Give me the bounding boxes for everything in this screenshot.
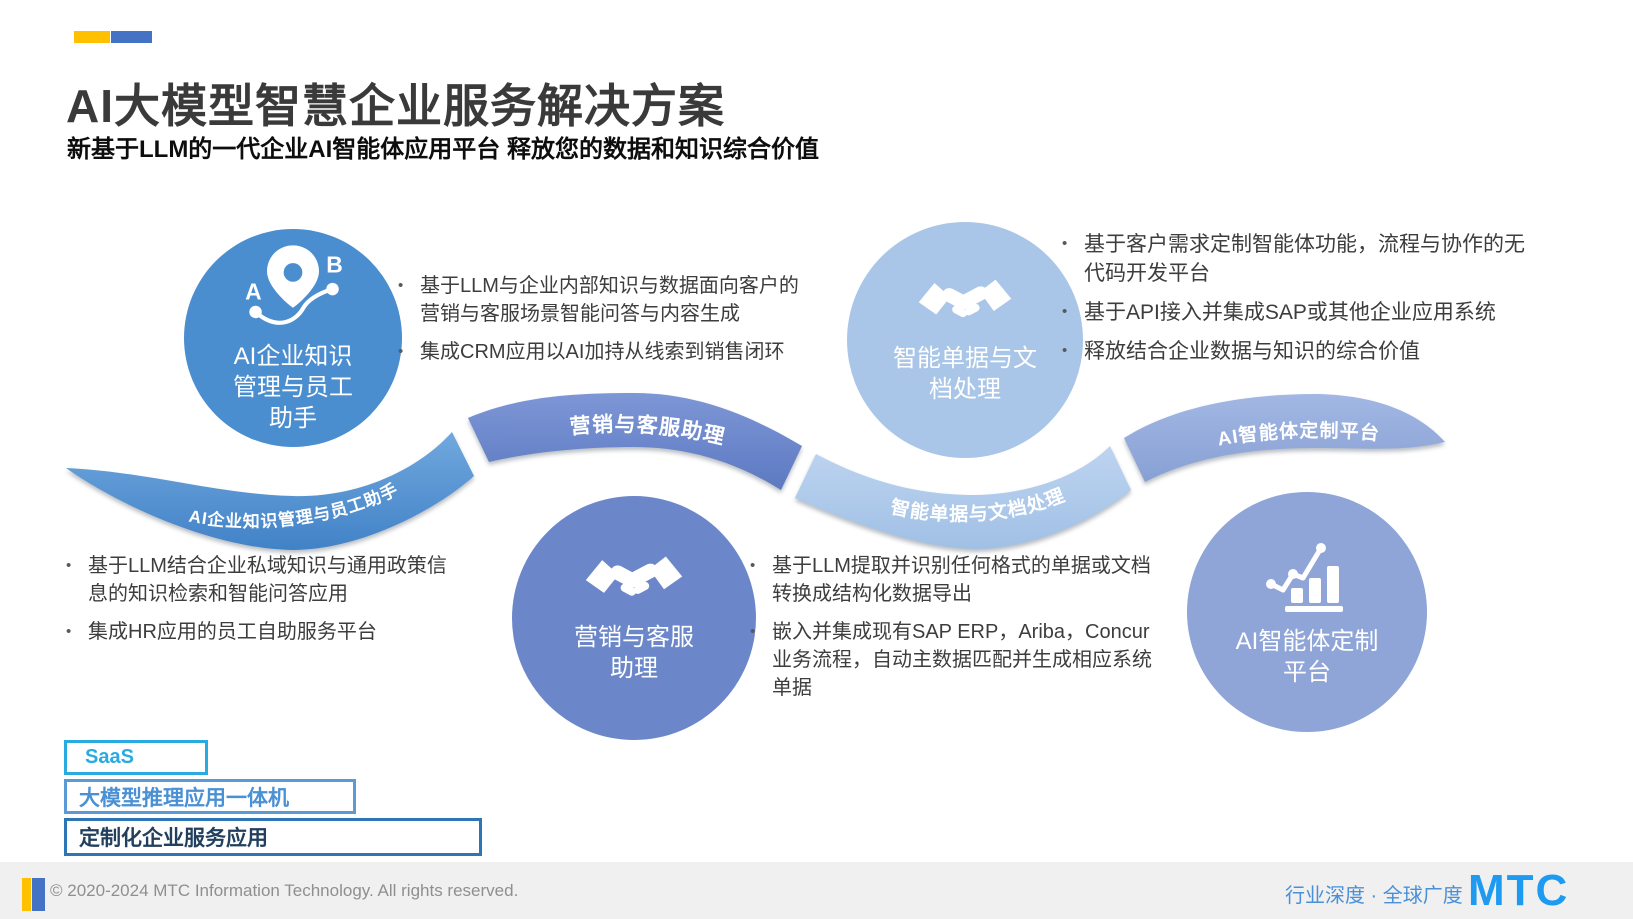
yellow-accent-bar <box>22 878 31 911</box>
node-label-line: 营销与客服 <box>574 624 694 651</box>
svg-text:A: A <box>245 278 262 304</box>
delivery-box-custom: 定制化企业服务应用 <box>64 818 482 856</box>
blue-accent-bar <box>111 31 152 43</box>
footer-tagline: 行业深度 · 全球广度 <box>1285 885 1463 907</box>
bullet-item: • 基于LLM结合企业私域知识与通用政策信息的知识检索和智能问答应用 <box>66 552 466 608</box>
bullet-item: • 基于API接入并集成SAP或其他企业应用系统 <box>1062 298 1532 327</box>
bar-chart-icon <box>1266 543 1343 612</box>
node-label-knowledge: AI企业知识 管理与员工 助手 <box>233 341 353 434</box>
bullet-text: 基于API接入并集成SAP或其他企业应用系统 <box>1084 301 1496 324</box>
bullet-item: • 集成CRM应用以AI加持从线索到销售闭环 <box>398 338 810 366</box>
bullet-item: • 基于LLM提取并识别任何格式的单据或文档转换成结构化数据导出 <box>750 552 1158 608</box>
bullet-text: 集成CRM应用以AI加持从线索到销售闭环 <box>420 341 785 363</box>
handshake-icon <box>918 279 1012 318</box>
bullets-documents: • 基于LLM提取并识别任何格式的单据或文档转换成结构化数据导出 • 嵌入并集成现有… <box>750 552 1158 712</box>
node-label-line: 档处理 <box>929 376 1001 403</box>
node-label-line: 管理与员工 <box>233 373 353 401</box>
blue-accent-bar <box>32 878 45 911</box>
bullet-text: 释放结合企业数据与知识的综合价值 <box>1084 340 1420 363</box>
node-label-marketing: 营销与客服 助理 <box>574 622 694 684</box>
bullet-item: • 释放结合企业数据与知识的综合价值 <box>1062 337 1532 366</box>
node-marketing: 营销与客服 助理 <box>512 496 756 740</box>
page-subtitle: 新基于LLM的一代企业AI智能体应用平台 释放您的数据和知识综合价值 <box>67 136 819 163</box>
bullet-dot: • <box>398 343 404 360</box>
ribbon-documents <box>795 446 1131 549</box>
ribbon-label-documents: 智能单据与文档处理 <box>889 484 1069 525</box>
delivery-box-label: SaaS <box>85 746 134 768</box>
node-label-line: 助手 <box>269 404 317 432</box>
mtc-logo: MTC <box>1468 866 1570 915</box>
delivery-box-saas: SaaS <box>64 740 208 775</box>
ribbon-label-marketing: 营销与客服助理 <box>569 412 728 449</box>
node-label-documents: 智能单据与文 档处理 <box>893 343 1037 405</box>
node-label-line: 平台 <box>1283 659 1331 686</box>
ribbon-platform <box>1124 394 1445 482</box>
bullet-text: 基于LLM结合企业私域知识与通用政策信息的知识检索和智能问答应用 <box>88 555 447 605</box>
bullets-knowledge: • 基于LLM结合企业私域知识与通用政策信息的知识检索和智能问答应用 • 集成HR应… <box>66 552 466 656</box>
ribbon-knowledge <box>66 432 474 550</box>
bullet-item: • 基于客户需求定制智能体功能，流程与协作的无代码开发平台 <box>1062 230 1532 288</box>
bullet-text: 基于客户需求定制智能体功能，流程与协作的无代码开发平台 <box>1084 233 1525 285</box>
copyright-text: © 2020-2024 MTC Information Technology. … <box>50 881 519 900</box>
bullet-dot: • <box>66 557 72 574</box>
bullet-text: 基于LLM提取并识别任何格式的单据或文档转换成结构化数据导出 <box>772 555 1151 605</box>
bullet-item: • 集成HR应用的员工自助服务平台 <box>66 618 466 646</box>
bullet-dot: • <box>1062 235 1068 252</box>
bullet-text: 嵌入并集成现有SAP ERP，Ariba，Concur业务流程，自动主数据匹配并… <box>772 621 1152 699</box>
node-label-platform: AI智能体定制 平台 <box>1236 626 1379 688</box>
bullet-dot: • <box>750 557 756 574</box>
node-label-line: AI企业知识 <box>233 342 353 370</box>
bullet-dot: • <box>398 277 404 294</box>
bullet-dot: • <box>1062 303 1068 320</box>
node-knowledge: A B AI企业知识 管理与员工 助手 <box>184 229 402 447</box>
node-platform: AI智能体定制 平台 <box>1187 492 1427 732</box>
bullet-dot: • <box>750 623 756 640</box>
bullet-dot: • <box>1062 342 1068 359</box>
bullets-marketing: • 基于LLM与企业内部知识与数据面向客户的营销与客服场景智能问答与内容生成 • 集… <box>398 272 810 376</box>
delivery-box-label: 定制化企业服务应用 <box>79 827 268 850</box>
node-documents: 智能单据与文 档处理 <box>847 222 1083 458</box>
delivery-box-appliance: 大模型推理应用一体机 <box>64 779 356 814</box>
bullet-text: 集成HR应用的员工自助服务平台 <box>88 621 377 643</box>
delivery-box-label: 大模型推理应用一体机 <box>79 786 289 810</box>
bullets-platform: • 基于客户需求定制智能体功能，流程与协作的无代码开发平台 • 基于API接入并集成… <box>1062 230 1532 376</box>
footer: © 2020-2024 MTC Information Technology. … <box>0 862 1633 919</box>
yellow-accent-bar <box>74 31 110 43</box>
page-title: AI大模型智慧企业服务解决方案 <box>66 80 725 132</box>
svg-text:B: B <box>326 251 343 277</box>
ribbon-label-platform: AI智能体定制平台 <box>1216 419 1381 451</box>
bullet-dot: • <box>66 623 72 640</box>
footer-accent-bars <box>22 878 45 911</box>
node-label-line: 智能单据与文 <box>893 345 1037 372</box>
route-pin-icon: A B <box>245 244 343 325</box>
bullet-item: • 嵌入并集成现有SAP ERP，Ariba，Concur业务流程，自动主数据匹配… <box>750 618 1158 702</box>
handshake-icon <box>585 556 683 596</box>
bullet-text: 基于LLM与企业内部知识与数据面向客户的营销与客服场景智能问答与内容生成 <box>420 275 799 325</box>
ribbon-marketing <box>468 393 802 490</box>
ribbon-label-knowledge: AI企业知识管理与员工助手 <box>187 479 401 531</box>
header-accent-bars <box>74 31 152 43</box>
node-label-line: AI智能体定制 <box>1235 628 1379 655</box>
node-label-line: 助理 <box>610 655 658 682</box>
bullet-item: • 基于LLM与企业内部知识与数据面向客户的营销与客服场景智能问答与内容生成 <box>398 272 810 328</box>
